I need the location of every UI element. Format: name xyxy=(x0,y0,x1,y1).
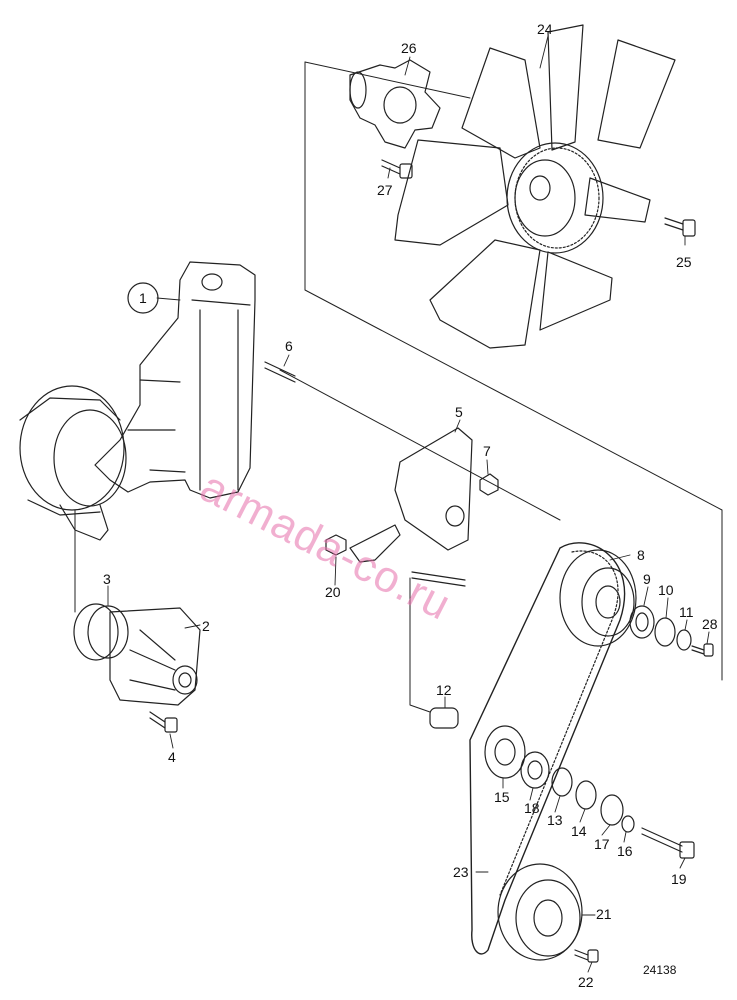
callout-6: 6 xyxy=(285,338,293,354)
callout-20: 20 xyxy=(325,584,341,600)
callout-28: 28 xyxy=(702,616,718,632)
fan-bolt xyxy=(664,217,696,237)
stud xyxy=(264,361,296,383)
callout-5: 5 xyxy=(455,404,463,420)
fan-hub xyxy=(349,59,441,149)
callout-24: 24 xyxy=(537,21,553,37)
callout-12: 12 xyxy=(436,682,452,698)
fan-assembly-frame-top xyxy=(304,61,471,99)
washer xyxy=(676,629,692,651)
pump-bolt xyxy=(149,711,178,733)
bracket-housing xyxy=(19,261,256,541)
leader-line xyxy=(409,577,431,713)
callout-27: 27 xyxy=(377,182,393,198)
hub-bolt xyxy=(381,159,413,179)
cooling-fan xyxy=(394,24,676,349)
callout-1: 1 xyxy=(139,290,147,306)
washer xyxy=(621,815,635,833)
snap-ring xyxy=(654,617,676,647)
bolt xyxy=(641,827,695,859)
callout-26: 26 xyxy=(401,40,417,56)
leader-line xyxy=(279,369,561,521)
nut xyxy=(325,534,347,556)
callout-15: 15 xyxy=(494,789,510,805)
bearing xyxy=(520,751,550,789)
callout-14: 14 xyxy=(571,823,587,839)
idler-pulley xyxy=(484,725,526,779)
callout-10: 10 xyxy=(658,582,674,598)
nut xyxy=(479,473,499,496)
fan-assembly-frame xyxy=(304,61,723,681)
coolant-pump xyxy=(73,603,201,706)
spacer-sleeve xyxy=(429,707,459,729)
callout-16: 16 xyxy=(617,843,633,859)
callout-2: 2 xyxy=(202,618,210,634)
callout-9: 9 xyxy=(643,571,651,587)
callout-11: 11 xyxy=(679,604,694,620)
callout-circle xyxy=(127,282,159,314)
callout-4: 4 xyxy=(168,749,176,765)
callout-19: 19 xyxy=(671,871,687,887)
spacer-ring xyxy=(551,767,573,797)
callout-23: 23 xyxy=(453,864,469,880)
bearing xyxy=(629,605,655,639)
callout-25: 25 xyxy=(676,254,692,270)
callout-13: 13 xyxy=(547,812,563,828)
callout-21: 21 xyxy=(596,906,612,922)
callout-8: 8 xyxy=(637,547,645,563)
circlip xyxy=(600,794,624,826)
callout-7: 7 xyxy=(483,443,491,459)
drawing-reference-number: 24138 xyxy=(643,963,677,977)
callout-22: 22 xyxy=(578,974,594,990)
fan-pulley xyxy=(559,549,637,647)
callout-17: 17 xyxy=(594,836,610,852)
callout-leaders xyxy=(107,35,710,973)
callout-3: 3 xyxy=(103,571,111,587)
crankshaft-pulley xyxy=(497,863,583,961)
screw xyxy=(691,643,714,657)
callout-18: 18 xyxy=(524,800,540,816)
seal-ring xyxy=(575,780,597,810)
drive-belt xyxy=(469,542,626,955)
tensioner-bracket-plate xyxy=(349,427,473,587)
screw xyxy=(574,949,599,963)
